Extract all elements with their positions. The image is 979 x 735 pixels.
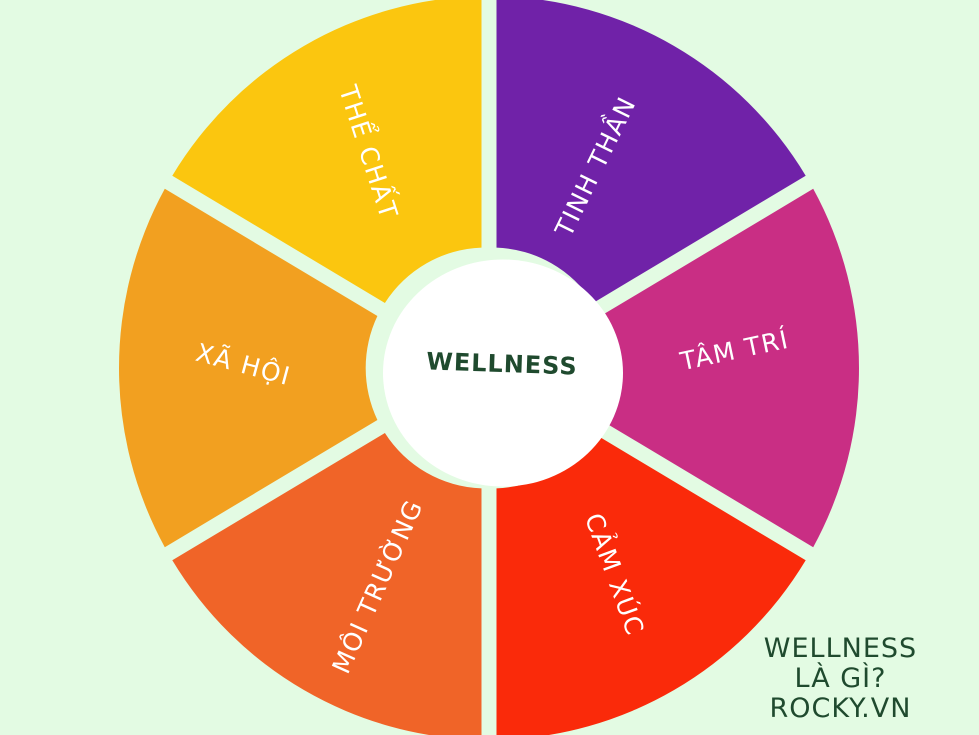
segment-tam-tri xyxy=(600,188,859,548)
segment-xa-hoi xyxy=(119,188,378,548)
caption: WELLNESS LÀ GÌ? ROCKY.VN xyxy=(748,634,933,724)
segment-moi-truong xyxy=(172,433,482,735)
caption-line-2: LÀ GÌ? xyxy=(794,663,887,694)
center-circle xyxy=(383,259,623,487)
segment-cam-xuc xyxy=(496,433,806,735)
center-label: WELLNESS xyxy=(426,347,578,380)
segment-tinh-than xyxy=(496,0,806,303)
segment-the-chat xyxy=(172,0,482,303)
caption-line-1: WELLNESS xyxy=(763,633,918,664)
caption-line-3: ROCKY.VN xyxy=(769,693,912,724)
